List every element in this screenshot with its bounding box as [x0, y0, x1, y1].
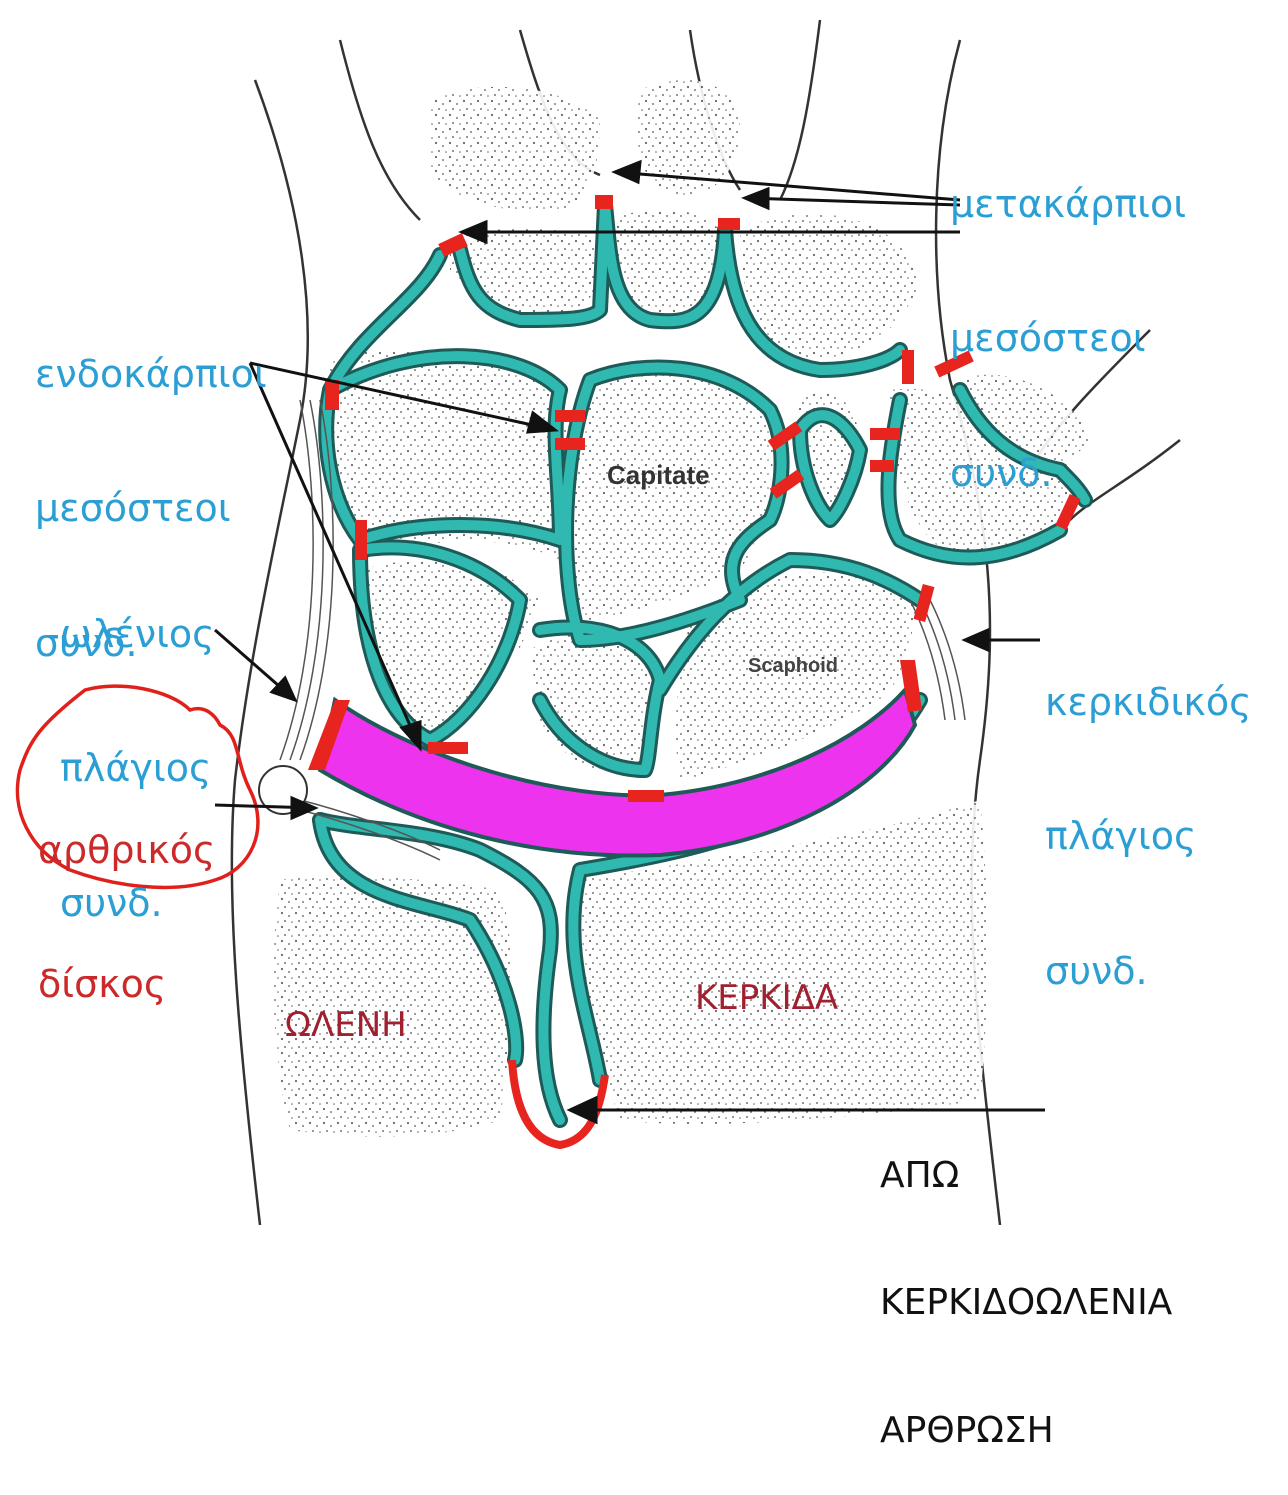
- metacarpal-line-1: μετακάρπιοι: [950, 182, 1186, 227]
- drj-label: ΑΠΩ ΚΕΡΚΙΔΟΩΛΕΝΙΑ ΑΡΘΡΩΣΗ: [880, 1070, 1172, 1495]
- radius-label: ΚΕΡΚΙΔΑ: [695, 978, 838, 1018]
- drj-line-1: ΑΠΩ: [880, 1155, 1172, 1197]
- wrist-diagram: μετακάρπιοι μεσόστεοι συνδ. ενδοκάρπιοι …: [0, 0, 1288, 1225]
- metacarpal-line-2: μεσόστεοι: [950, 316, 1186, 361]
- radial-collateral-line-1: κερκιδικός: [1045, 680, 1251, 725]
- articular-disc-line-1: αρθρικός: [38, 828, 215, 873]
- metacarpal-ligament-label: μετακάρπιοι μεσόστεοι συνδ.: [950, 92, 1186, 540]
- drj-line-3: ΑΡΘΡΩΣΗ: [880, 1410, 1172, 1452]
- ulna-label: ΩΛΕΝΗ: [285, 1005, 407, 1045]
- metacarpal-line-3: συνδ.: [950, 451, 1186, 496]
- capitate-label: Capitate: [607, 460, 710, 491]
- articular-disc-label: αρθρικός δίσκος: [38, 738, 215, 1052]
- ulnar-collateral-line-1: ωλένιος: [60, 612, 215, 657]
- radial-collateral-line-2: πλάγιος: [1045, 814, 1251, 859]
- radial-collateral-label: κερκιδικός πλάγιος συνδ.: [1045, 590, 1251, 1038]
- drj-line-2: ΚΕΡΚΙΔΟΩΛΕΝΙΑ: [880, 1282, 1172, 1324]
- radial-collateral-line-3: συνδ.: [1045, 949, 1251, 994]
- intercarpal-line-1: ενδοκάρπιοι: [35, 352, 267, 397]
- scaphoid-label: Scaphoid: [748, 655, 838, 679]
- articular-disc-line-2: δίσκος: [38, 962, 215, 1007]
